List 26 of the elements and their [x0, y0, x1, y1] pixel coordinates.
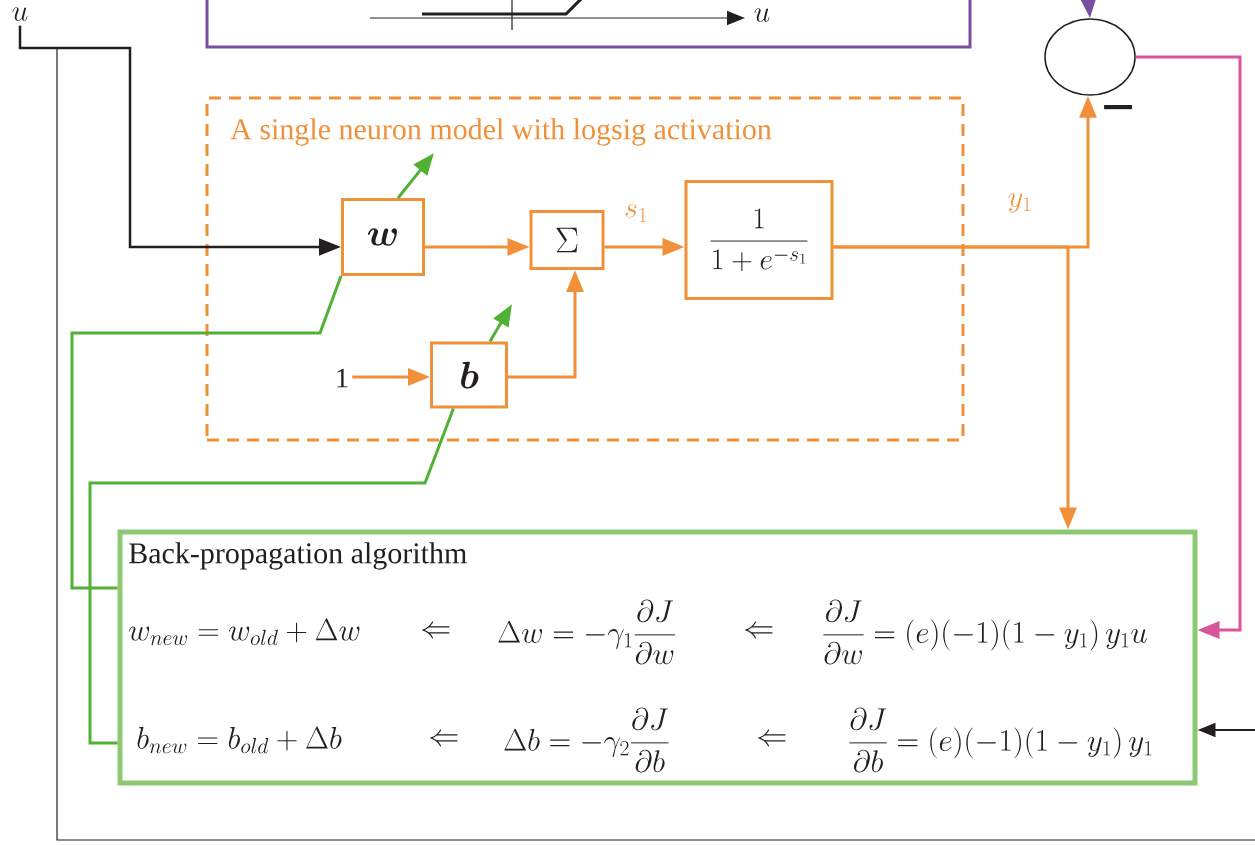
sum-block: $\Sigma$ — [529, 210, 605, 270]
equation: $\Delta b=-\gamma_2\frac{\partial J}{\partial b}$ — [504, 707, 669, 773]
box-title: Back-propagation algorithm — [129, 542, 467, 570]
implication-symbol: $\Leftarrow$ — [757, 729, 786, 747]
edge-label: $y_1$ — [1008, 193, 1031, 213]
input-label: 1 — [337, 368, 348, 388]
axis-label: $u$ — [754, 8, 770, 22]
implication-symbol: $\Leftarrow$ — [744, 621, 773, 639]
box-title: A single neuron model with logsig activation — [230, 118, 772, 146]
implication-symbol: $\Leftarrow$ — [429, 729, 458, 747]
bias-block: $\boldsymbol{b}$ — [430, 341, 508, 409]
equation: $\frac{\partial J}{\partial b}=(e)(-1)(1-y_1)\,y_1$ — [849, 707, 1152, 773]
implication-symbol: $\Leftarrow$ — [421, 621, 450, 639]
edge-label: $s_1$ — [625, 203, 646, 222]
equation: $w_{new}=w_{old}+\Delta w$ — [129, 618, 360, 646]
equation: $b_{new}=b_{old}+\Delta b$ — [137, 726, 342, 754]
weight-block: $\boldsymbol{w}$ — [341, 198, 425, 276]
activation-block: $\frac{1}{1+e^{-s_1}}$ — [684, 180, 834, 300]
connector-line — [70, 275, 343, 590]
minus-sign: − — [1104, 105, 1132, 110]
equation: $\frac{\partial J}{\partial w}=(e)(-1)(1-y_1)\,y_1u$ — [823, 599, 1147, 665]
arrow — [1135, 55, 1242, 639]
connector-line — [88, 407, 455, 745]
connector-line — [19, 25, 1255, 841]
equation: $\Delta w=-\gamma_1\frac{\partial J}{\partial w}$ — [498, 599, 675, 665]
signal-label: $u$ — [6, 2, 34, 26]
